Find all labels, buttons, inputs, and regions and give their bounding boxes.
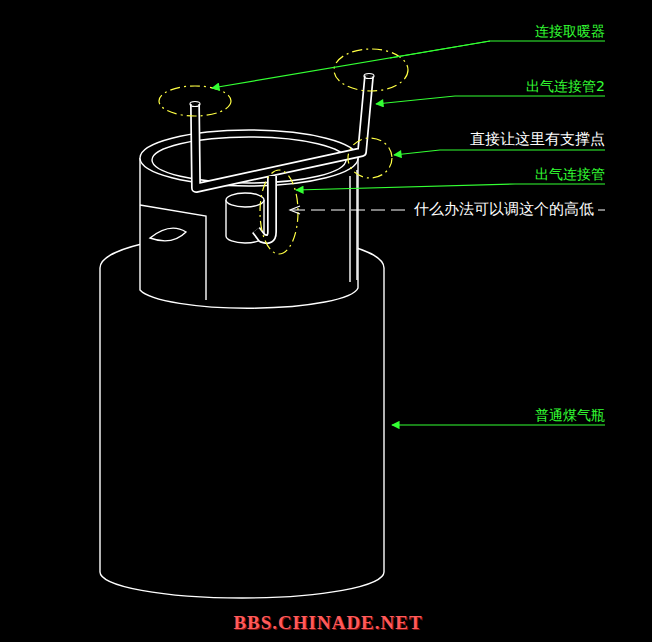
callout-label: 连接取暖器 bbox=[535, 23, 605, 39]
note-label: 直接让这里有支撑点 bbox=[470, 131, 605, 148]
callout-label: 出气连接管2 bbox=[526, 78, 605, 94]
valve-top bbox=[226, 193, 264, 207]
gas-pipe bbox=[195, 76, 369, 188]
pipe-end bbox=[364, 74, 374, 79]
highlight-ellipse bbox=[334, 49, 408, 91]
question-label: 什么办法可以调这个的高低 bbox=[410, 201, 598, 218]
pipe-end bbox=[190, 102, 200, 107]
cylinder-body bbox=[100, 268, 384, 598]
collar-window bbox=[140, 205, 206, 300]
highlight-ellipse bbox=[260, 170, 298, 254]
leader-line bbox=[296, 184, 605, 190]
leader-arrow bbox=[290, 206, 300, 214]
watermark: BBS.CHINADE.NET bbox=[233, 612, 422, 634]
highlight-ellipse bbox=[159, 86, 231, 116]
leader-line bbox=[390, 41, 490, 58]
leader-line bbox=[376, 96, 605, 104]
collar-hole bbox=[150, 228, 186, 241]
callout-label: 出气连接管 bbox=[535, 166, 605, 182]
leader-line bbox=[394, 150, 605, 155]
collar-slot bbox=[350, 170, 357, 282]
highlight-ellipse bbox=[348, 138, 392, 178]
gas-pipe-inner bbox=[195, 76, 369, 188]
callout-label: 普通煤气瓶 bbox=[535, 407, 605, 423]
leader-line bbox=[392, 424, 605, 425]
